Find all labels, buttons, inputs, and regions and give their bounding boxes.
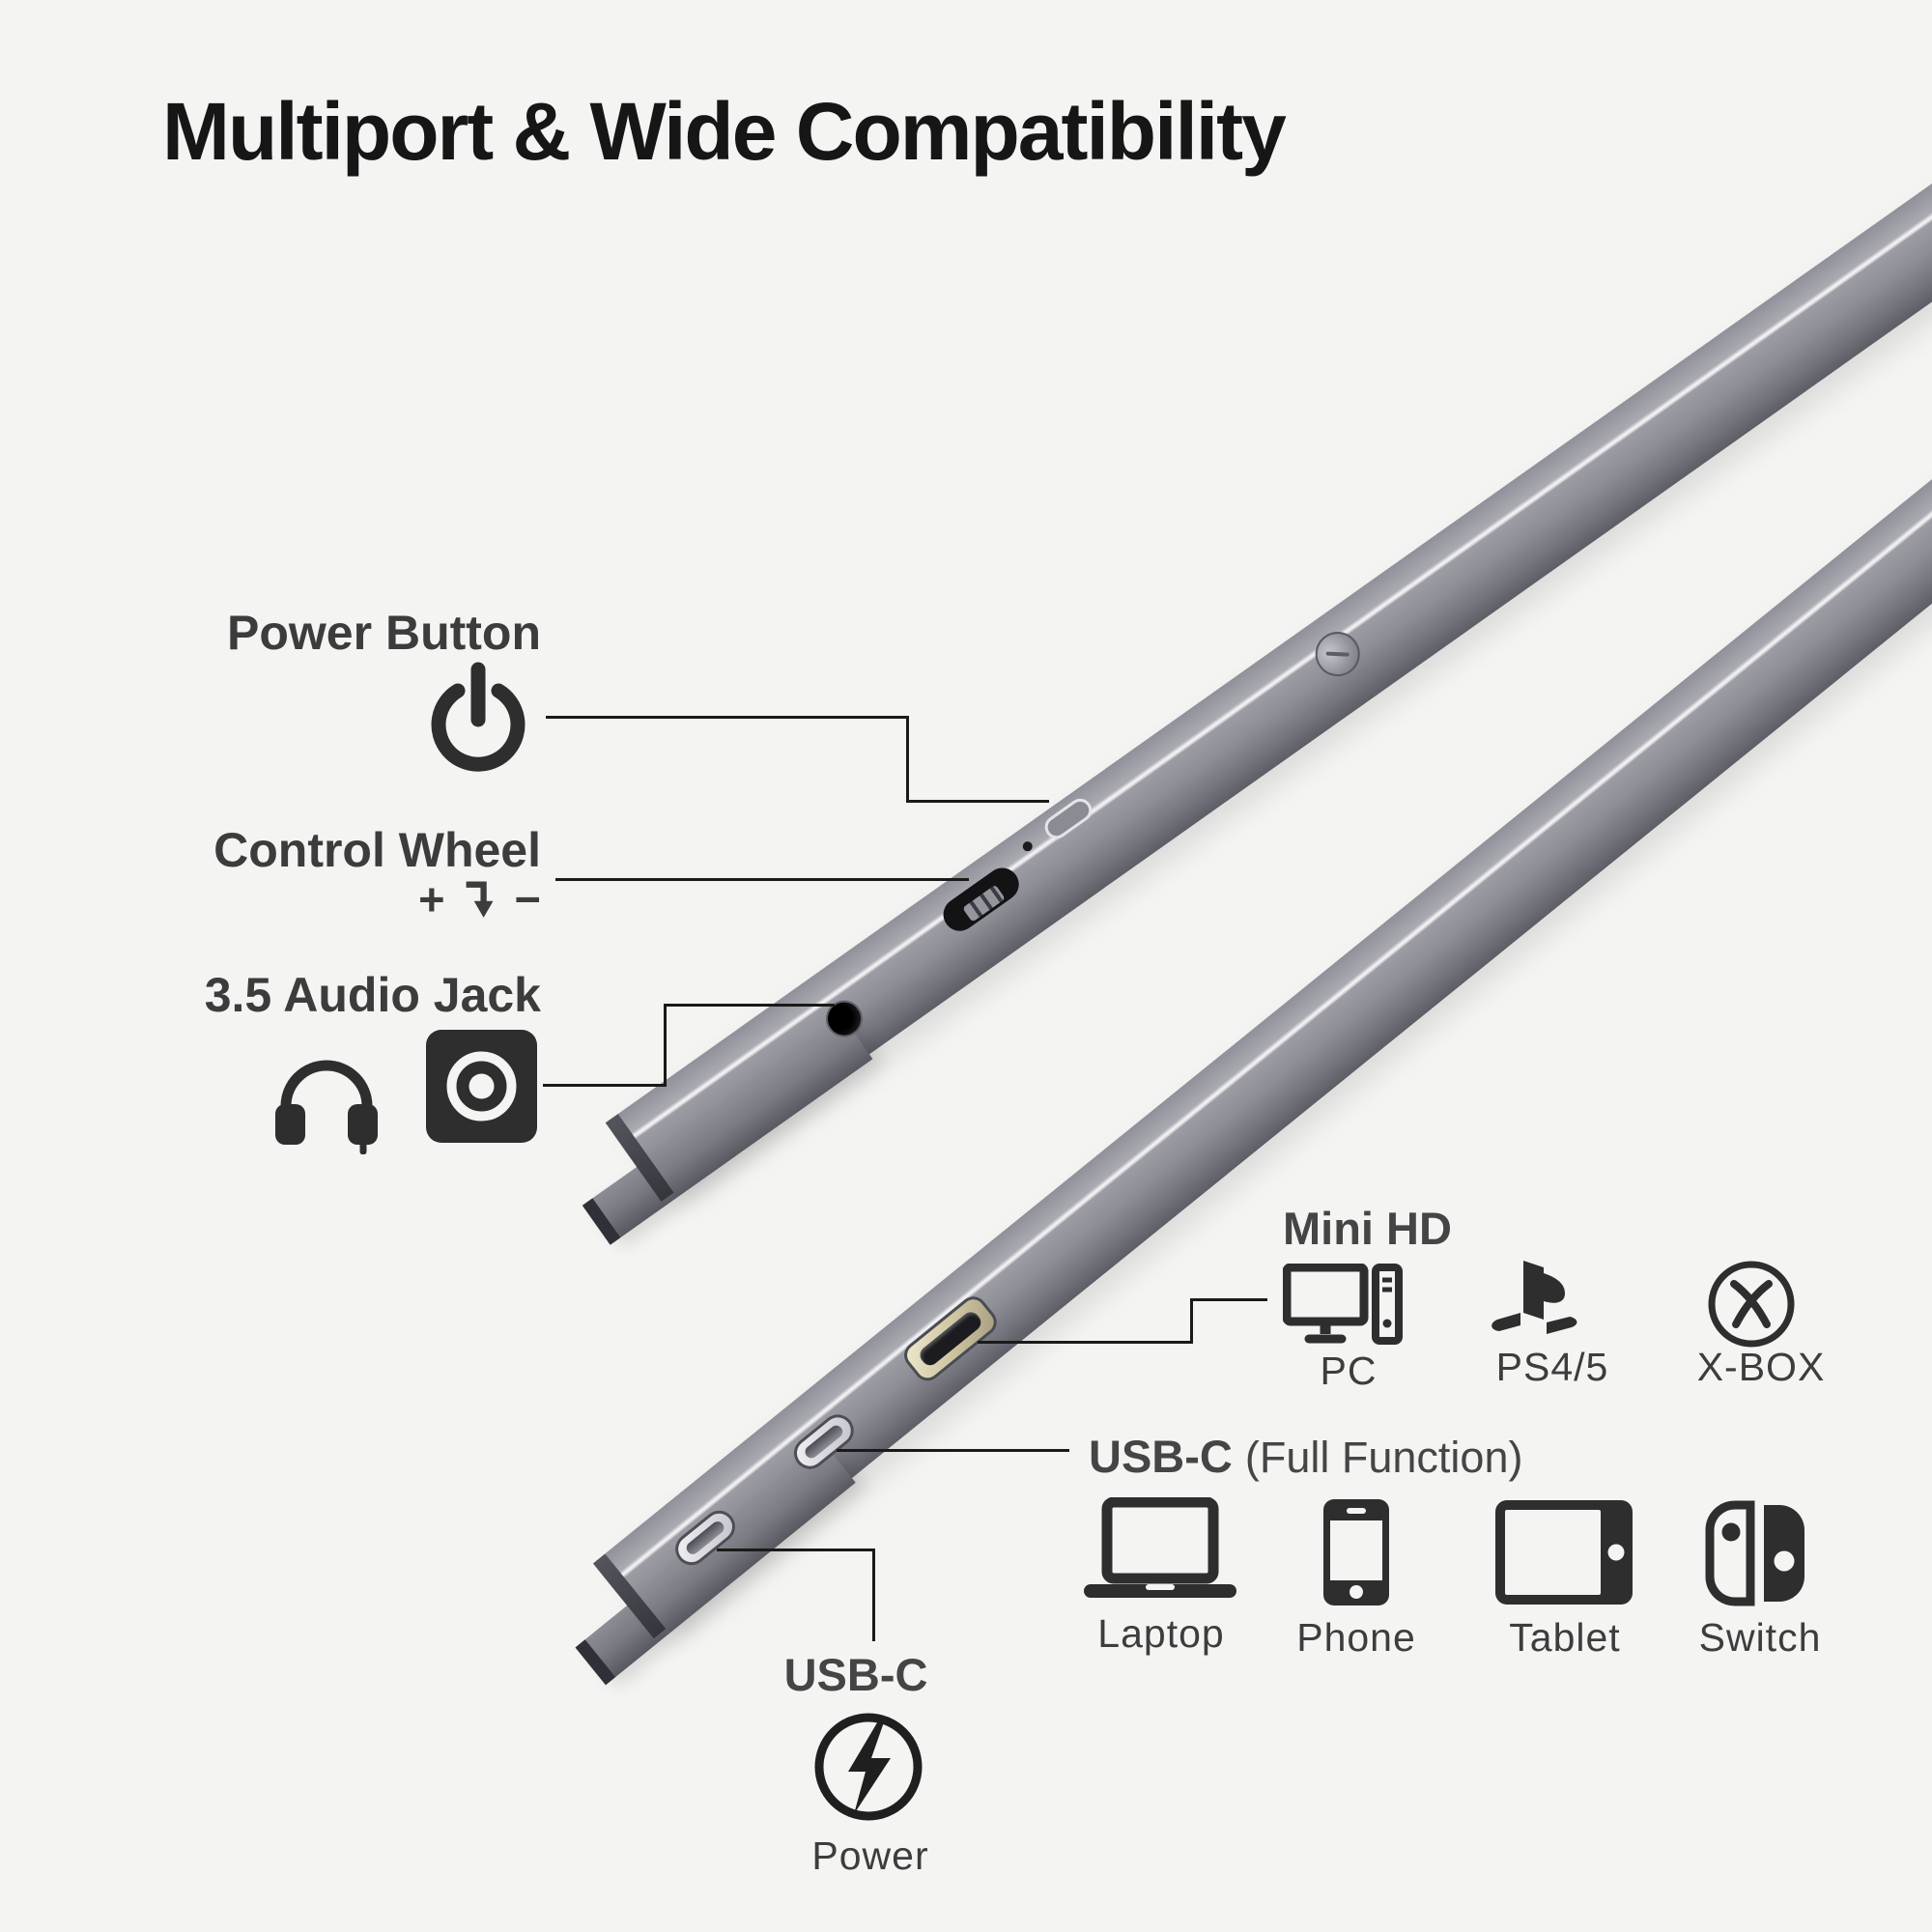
- pc-label: PC: [1320, 1349, 1378, 1393]
- playstation-icon: [1492, 1261, 1577, 1334]
- usbc-power-heading: USB-C: [783, 1649, 928, 1700]
- mini-hd-heading: Mini HD: [1283, 1203, 1452, 1254]
- power-button-label: Power Button: [227, 606, 541, 660]
- usbc-power-callout-line: [717, 1548, 875, 1551]
- control-wheel-label: Control Wheel: [213, 823, 541, 877]
- power-caption: Power: [811, 1833, 929, 1878]
- wheel-callout-line: [555, 878, 969, 881]
- page-title: Multiport & Wide Compatibility: [162, 86, 1287, 177]
- lightning-circle-icon: [814, 1713, 923, 1821]
- phone-label: Phone: [1296, 1615, 1416, 1660]
- phone-icon: [1323, 1499, 1389, 1605]
- speaker-icon: [426, 1030, 537, 1143]
- usbc-full-heading: USB-C (Full Function): [1089, 1430, 1522, 1483]
- laptop-icon: [1084, 1497, 1236, 1598]
- usbc-full-callout-line: [837, 1449, 1069, 1452]
- xbox-icon: [1708, 1261, 1795, 1348]
- headphones-icon: [275, 1060, 378, 1154]
- mini-hdmi-port: [902, 1294, 999, 1382]
- kickstand-edge: [584, 1019, 873, 1243]
- usbc-power-callout-line: [872, 1548, 875, 1641]
- hinge-screw: [1306, 623, 1369, 686]
- hdmi-callout-line: [1190, 1298, 1193, 1344]
- control-wheel: [936, 861, 1026, 938]
- usb-c-slot: [802, 1423, 845, 1462]
- control-wheel-ridges: [962, 884, 1006, 923]
- audio-callout-line: [664, 1004, 835, 1007]
- pc-icon: [1283, 1264, 1403, 1345]
- wheel-functions: + −: [418, 872, 541, 925]
- power-callout-line: [906, 716, 909, 803]
- power-callout-line: [546, 716, 908, 719]
- audio-callout-line: [543, 1084, 667, 1087]
- mini-hdmi-slot: [916, 1308, 984, 1369]
- led-indicator: [1020, 839, 1035, 854]
- power-callout-line: [906, 800, 1049, 803]
- audio-callout-line: [664, 1004, 667, 1087]
- minus-symbol: −: [514, 873, 541, 924]
- hdmi-callout-line: [978, 1341, 1193, 1344]
- switch-label: Switch: [1698, 1615, 1822, 1660]
- xbox-label: X-BOX: [1696, 1345, 1826, 1389]
- usbc-full-subtitle: (Full Function): [1244, 1433, 1523, 1482]
- laptop-label: Laptop: [1097, 1611, 1225, 1656]
- switch-icon: [1705, 1500, 1804, 1606]
- usbc-full-title: USB-C: [1089, 1431, 1233, 1482]
- enter-arrow-icon: [466, 881, 494, 918]
- plus-symbol: +: [418, 873, 445, 924]
- tablet-label: Tablet: [1509, 1615, 1621, 1660]
- ps-label: PS4/5: [1495, 1345, 1609, 1389]
- audio-jack-label: 3.5 Audio Jack: [204, 968, 541, 1022]
- tablet-icon: [1495, 1500, 1633, 1605]
- power-icon: [431, 662, 526, 772]
- hdmi-callout-line: [1190, 1298, 1267, 1301]
